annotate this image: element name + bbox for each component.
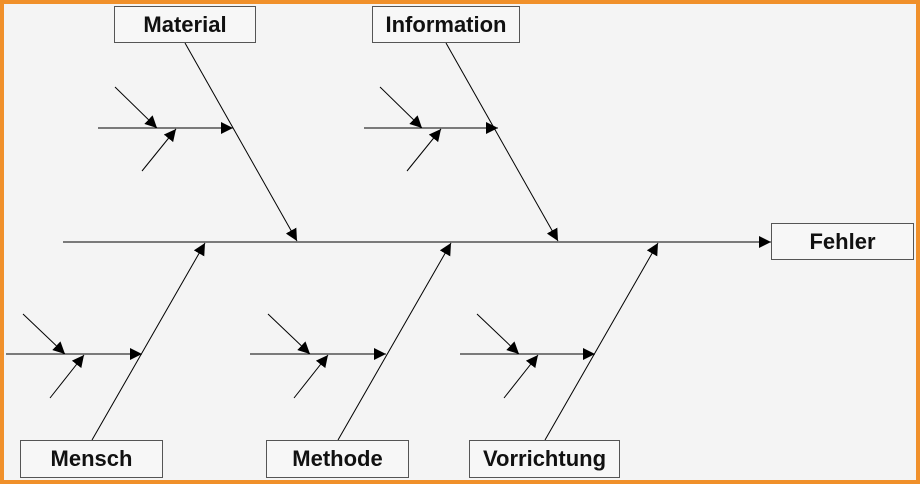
fishbone-diagram [6,42,771,441]
twig-vorrichtung-lower [503,354,539,399]
twig-vorrichtung-upper [476,313,520,355]
cause-label-information: Information [385,11,507,37]
twig-methode-upper [267,313,311,355]
effect-box: Fehler [771,223,914,260]
bone-mensch [91,242,206,441]
effect-label: Fehler [809,228,876,254]
cause-box-material: Material [114,6,256,43]
cause-label-mensch: Mensch [50,446,133,471]
cause-label-material: Material [143,11,227,37]
twig-mensch-lower [49,354,85,399]
cause-label-methode: Methode [292,446,383,471]
bone-vorrichtung [544,242,659,441]
bone-methode [337,242,452,441]
cause-label-vorrichtung: Vorrichtung [482,446,607,471]
cause-box-vorrichtung: Vorrichtung [469,440,620,478]
twig-material-lower [141,128,177,172]
cause-box-information: Information [372,6,520,43]
bone-information [445,42,559,242]
cause-box-methode: Methode [266,440,409,478]
twig-information-lower [406,128,442,172]
twig-methode-lower [293,354,329,399]
twig-mensch-upper [22,313,66,355]
twig-material-upper [114,86,158,129]
bone-material [184,42,298,242]
twig-information-upper [379,86,423,129]
cause-box-mensch: Mensch [20,440,163,478]
